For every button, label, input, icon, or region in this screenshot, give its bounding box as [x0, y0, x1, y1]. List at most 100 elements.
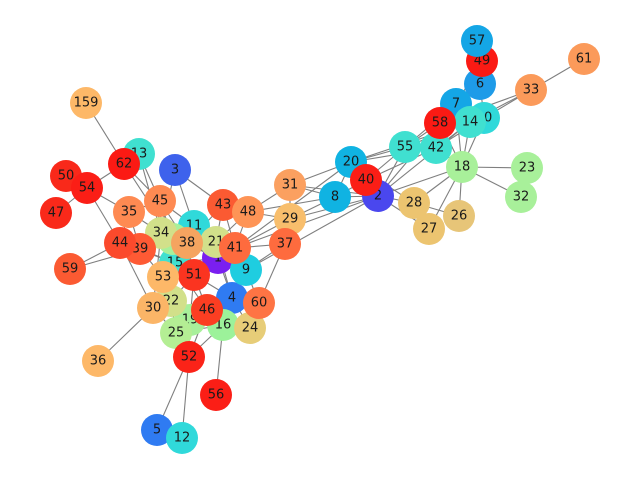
node-circle-23	[511, 152, 543, 184]
node-label-33: 33	[523, 83, 540, 98]
node-circle-35	[113, 196, 145, 228]
node-label-60: 60	[251, 296, 268, 311]
node-label-4: 4	[228, 291, 236, 306]
node-label-159: 159	[74, 96, 99, 111]
node-circle-59	[54, 253, 86, 285]
node-circle-26	[443, 200, 475, 232]
node-label-35: 35	[121, 205, 138, 220]
node-57: 57	[461, 25, 493, 57]
node-12: 12	[166, 422, 198, 454]
node-59: 59	[54, 253, 86, 285]
node-47: 47	[40, 197, 72, 229]
node-label-46: 46	[199, 303, 216, 318]
node-circle-45	[144, 185, 176, 217]
node-circle-56	[200, 379, 232, 411]
node-label-36: 36	[90, 354, 107, 369]
node-label-28: 28	[406, 196, 423, 211]
node-label-39: 39	[132, 242, 149, 257]
node-43: 43	[207, 189, 239, 221]
node-circle-55	[389, 131, 421, 163]
node-circle-4	[216, 282, 248, 314]
node-51: 51	[178, 259, 210, 291]
node-circle-159	[70, 87, 102, 119]
node-label-29: 29	[282, 212, 299, 227]
node-label-27: 27	[421, 222, 438, 237]
node-35: 35	[113, 196, 145, 228]
node-circle-8	[319, 181, 351, 213]
node-label-20: 20	[343, 155, 360, 170]
node-48: 48	[232, 196, 264, 228]
node-38: 38	[171, 227, 203, 259]
node-circle-48	[232, 196, 264, 228]
node-28: 28	[398, 187, 430, 219]
node-label-44: 44	[112, 236, 129, 251]
node-46: 46	[191, 294, 223, 326]
node-circle-57	[461, 25, 493, 57]
node-label-18: 18	[454, 160, 471, 175]
graph-nodes: 1234567891011121314151617181920212223242…	[40, 25, 600, 454]
node-62: 62	[108, 148, 140, 180]
node-circle-5	[141, 414, 173, 446]
node-label-47: 47	[48, 206, 65, 221]
node-label-2: 2	[374, 189, 382, 204]
node-label-38: 38	[179, 236, 196, 251]
node-44: 44	[104, 227, 136, 259]
node-label-50: 50	[58, 169, 75, 184]
node-label-58: 58	[432, 116, 449, 131]
node-circle-6	[464, 68, 496, 100]
node-label-62: 62	[116, 157, 133, 172]
node-label-14: 14	[462, 115, 479, 130]
node-55: 55	[389, 131, 421, 163]
node-label-24: 24	[242, 321, 259, 336]
node-circle-61	[568, 43, 600, 75]
node-6: 6	[464, 68, 496, 100]
node-circle-40	[350, 164, 382, 196]
node-label-53: 53	[155, 270, 172, 285]
node-label-5: 5	[153, 423, 161, 438]
node-circle-30	[137, 292, 169, 324]
node-58: 58	[424, 107, 456, 139]
node-label-41: 41	[227, 241, 244, 256]
node-circle-52	[173, 341, 205, 373]
node-label-42: 42	[428, 141, 445, 156]
node-label-30: 30	[145, 301, 162, 316]
node-label-8: 8	[331, 190, 339, 205]
node-circle-25	[160, 317, 192, 349]
node-circle-27	[413, 213, 445, 245]
node-label-7: 7	[452, 97, 460, 112]
node-label-23: 23	[519, 161, 536, 176]
node-24: 24	[234, 312, 266, 344]
node-label-45: 45	[152, 194, 169, 209]
node-56: 56	[200, 379, 232, 411]
node-label-1: 1	[214, 251, 222, 266]
node-29: 29	[274, 203, 306, 235]
node-circle-51	[178, 259, 210, 291]
node-circle-62	[108, 148, 140, 180]
node-circle-32	[505, 181, 537, 213]
node-label-55: 55	[397, 140, 414, 155]
node-circle-53	[147, 261, 179, 293]
node-circle-31	[274, 169, 306, 201]
node-5: 5	[141, 414, 173, 446]
node-3: 3	[159, 154, 191, 186]
node-23: 23	[511, 152, 543, 184]
node-159: 159	[70, 87, 102, 119]
node-circle-14	[454, 106, 486, 138]
node-circle-38	[171, 227, 203, 259]
node-label-48: 48	[240, 205, 257, 220]
edge-9-2	[245, 195, 379, 271]
node-53: 53	[147, 261, 179, 293]
node-30: 30	[137, 292, 169, 324]
node-circle-41	[219, 232, 251, 264]
node-label-12: 12	[174, 431, 191, 446]
node-37: 37	[269, 228, 301, 260]
node-54: 54	[71, 172, 103, 204]
node-circle-36	[82, 345, 114, 377]
node-61: 61	[568, 43, 600, 75]
node-circle-3	[159, 154, 191, 186]
node-circle-33	[515, 74, 547, 106]
node-40: 40	[350, 164, 382, 196]
node-circle-44	[104, 227, 136, 259]
node-circle-37	[269, 228, 301, 260]
